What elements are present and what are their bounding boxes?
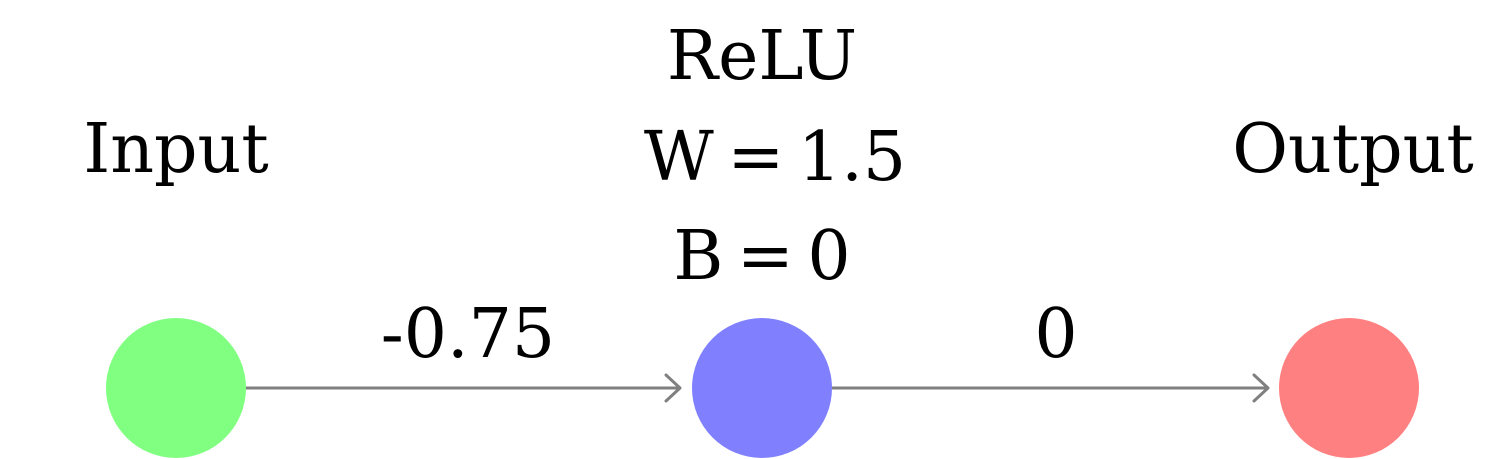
relu-node-circle [692, 318, 832, 458]
edge-input-to-relu: -0.75 [245, 295, 682, 403]
relu-node-bias: B = 0 [673, 217, 850, 296]
edge-relu-to-output: 0 [832, 295, 1270, 403]
input-node-label: Input [83, 110, 268, 189]
output-node: Output [1232, 110, 1474, 458]
relu-node: ReLU W = 1.5 B = 0 [644, 17, 906, 458]
edge-relu-to-output-value: 0 [1034, 295, 1077, 374]
relu-node-label: ReLU [667, 17, 857, 96]
output-node-circle [1279, 318, 1419, 458]
edge-input-to-relu-arrowhead [664, 373, 682, 403]
input-node-circle [106, 318, 246, 458]
input-node: Input [83, 110, 269, 458]
relu-node-weight: W = 1.5 [644, 118, 906, 197]
output-node-label: Output [1232, 110, 1474, 189]
edge-relu-to-output-arrowhead [1252, 373, 1270, 403]
edge-input-to-relu-value: -0.75 [381, 295, 555, 374]
